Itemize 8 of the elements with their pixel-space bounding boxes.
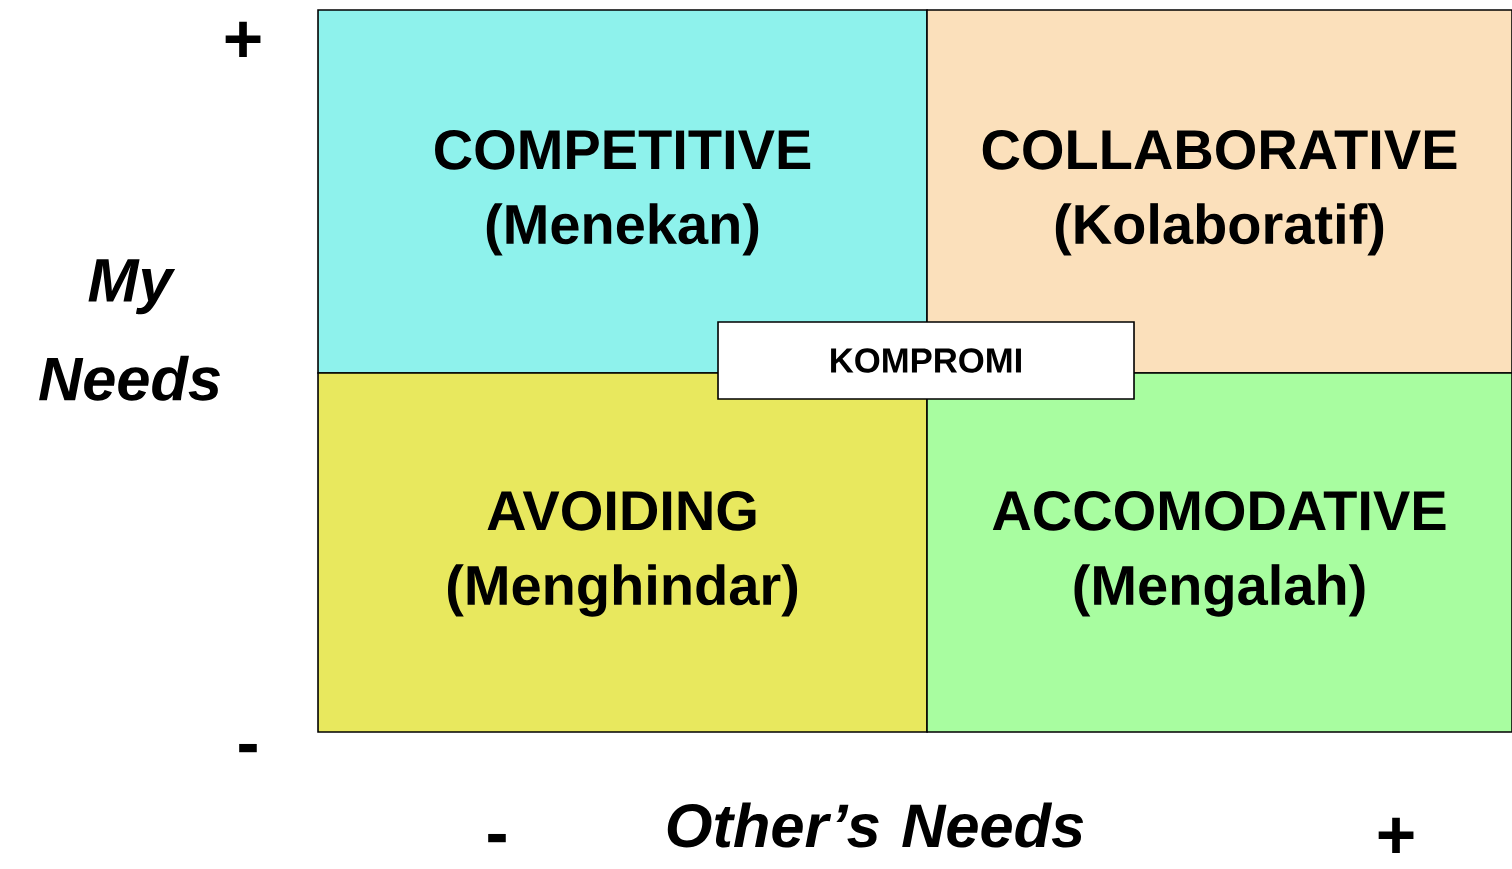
- axis-sign: -: [488, 833, 506, 843]
- axis-title: My Needs: [39, 259, 220, 401]
- axis-sign: +: [1378, 817, 1414, 853]
- axis-title: Other’s Needs: [667, 802, 1084, 848]
- axis-sign: -: [239, 743, 257, 753]
- quadrant-box: ACCOMODATIVE (Mengalah): [926, 372, 1512, 733]
- label-box: KOMPROMI: [717, 321, 1135, 400]
- quadrant-box: AVOIDING (Menghindar): [317, 372, 928, 733]
